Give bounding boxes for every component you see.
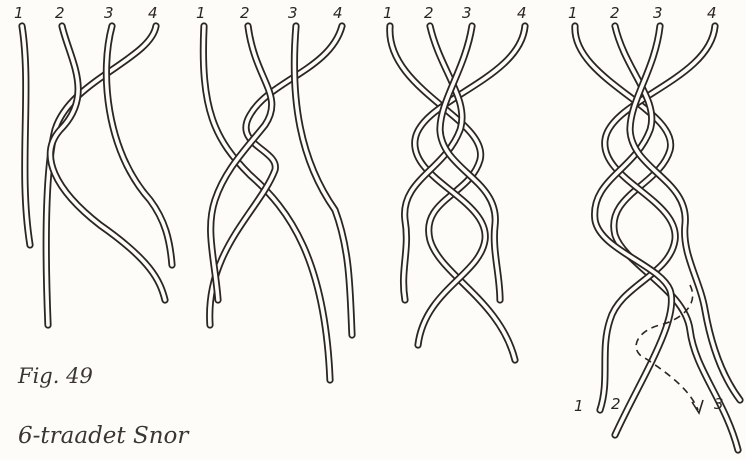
strand-label-2: 2 (424, 4, 434, 22)
end-label-1: 1 (574, 397, 584, 415)
strand-label-4: 4 (517, 4, 527, 22)
strand-label-4: 4 (707, 4, 717, 22)
cord-3 (106, 26, 172, 265)
strand-label-3: 3 (288, 4, 298, 22)
movement-arrow (636, 285, 698, 410)
strand-label-2: 2 (55, 4, 65, 22)
strand-label-1: 1 (568, 4, 578, 22)
figure-number: Fig. 49 (18, 364, 93, 388)
strand-label-1: 1 (196, 4, 206, 22)
braid-panel-1: 1 2 3 4 (14, 4, 172, 325)
strand-label-1: 1 (383, 4, 393, 22)
strand-label-4: 4 (333, 4, 343, 22)
braid-panel-2: 1 2 3 4 (196, 4, 352, 380)
end-label-2: 2 (611, 395, 621, 413)
figure-title: 6-traadet Snor (18, 423, 188, 449)
strand-label-1: 1 (14, 4, 24, 22)
strand-label-3: 3 (104, 4, 114, 22)
cord-3 (630, 26, 740, 400)
cord-1 (22, 26, 30, 245)
braid-panel-3: 1 2 3 4 (383, 4, 527, 360)
strand-label-2: 2 (240, 4, 250, 22)
strand-label-4: 4 (148, 4, 158, 22)
strand-label-2: 2 (610, 4, 620, 22)
strand-label-3: 3 (653, 4, 663, 22)
strand-label-3: 3 (462, 4, 472, 22)
cord-4 (415, 26, 525, 345)
end-label-3: 3 (714, 395, 724, 413)
braid-panel-4: 1 2 3 4 1 2 3 (568, 4, 740, 450)
cord-4 (46, 26, 156, 325)
